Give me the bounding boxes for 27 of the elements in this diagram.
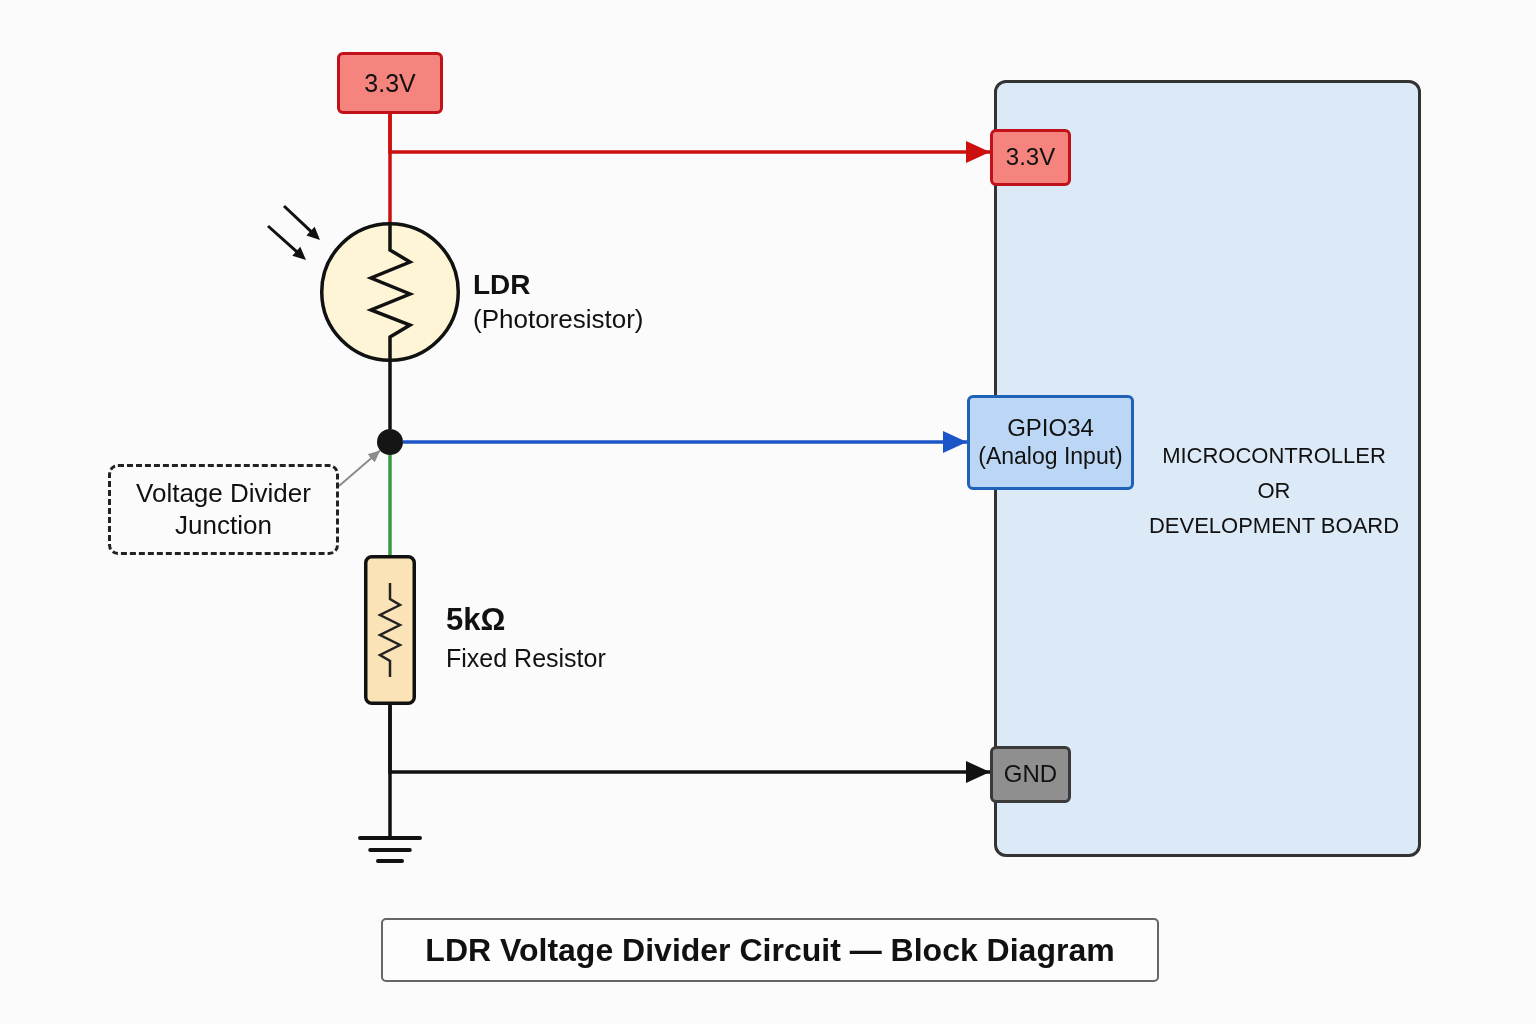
wire <box>388 114 392 222</box>
wire <box>388 455 392 555</box>
ground-pin-box <box>990 746 1071 803</box>
wire-arrow <box>388 705 990 783</box>
pin-label: 3.3V <box>1005 143 1056 172</box>
pin-label: GPIO34 <box>1007 414 1094 444</box>
power-pin-box <box>990 129 1071 186</box>
leader-arrow <box>338 449 382 487</box>
pin-description: (Analog Input) <box>978 443 1123 471</box>
component-description: (Photoresistor) <box>473 304 644 336</box>
diagram-title: LDR Voltage Divider Circuit — Block Diagram <box>381 918 1159 982</box>
voltage-label: 3.3V <box>364 68 416 98</box>
ground-symbol <box>360 836 420 864</box>
component-name: LDR <box>473 268 531 302</box>
board-label: MICROCONTROLLER OR DEVELOPMENT BOARD <box>1147 442 1401 540</box>
wire-arrow <box>403 431 967 453</box>
pin-label: GND <box>1003 760 1058 789</box>
resistor-symbol <box>364 555 416 705</box>
voltage-source-box <box>337 52 443 114</box>
callout-text: Voltage Divider Junction <box>135 478 312 541</box>
wire <box>388 362 392 429</box>
callout-box <box>108 464 339 555</box>
component-name: Fixed Resistor <box>446 643 606 673</box>
photoresistor-symbol <box>320 222 460 362</box>
resistance-value: 5kΩ <box>446 601 506 639</box>
gpio-pin-box <box>967 395 1134 490</box>
junction-dot <box>377 429 403 455</box>
